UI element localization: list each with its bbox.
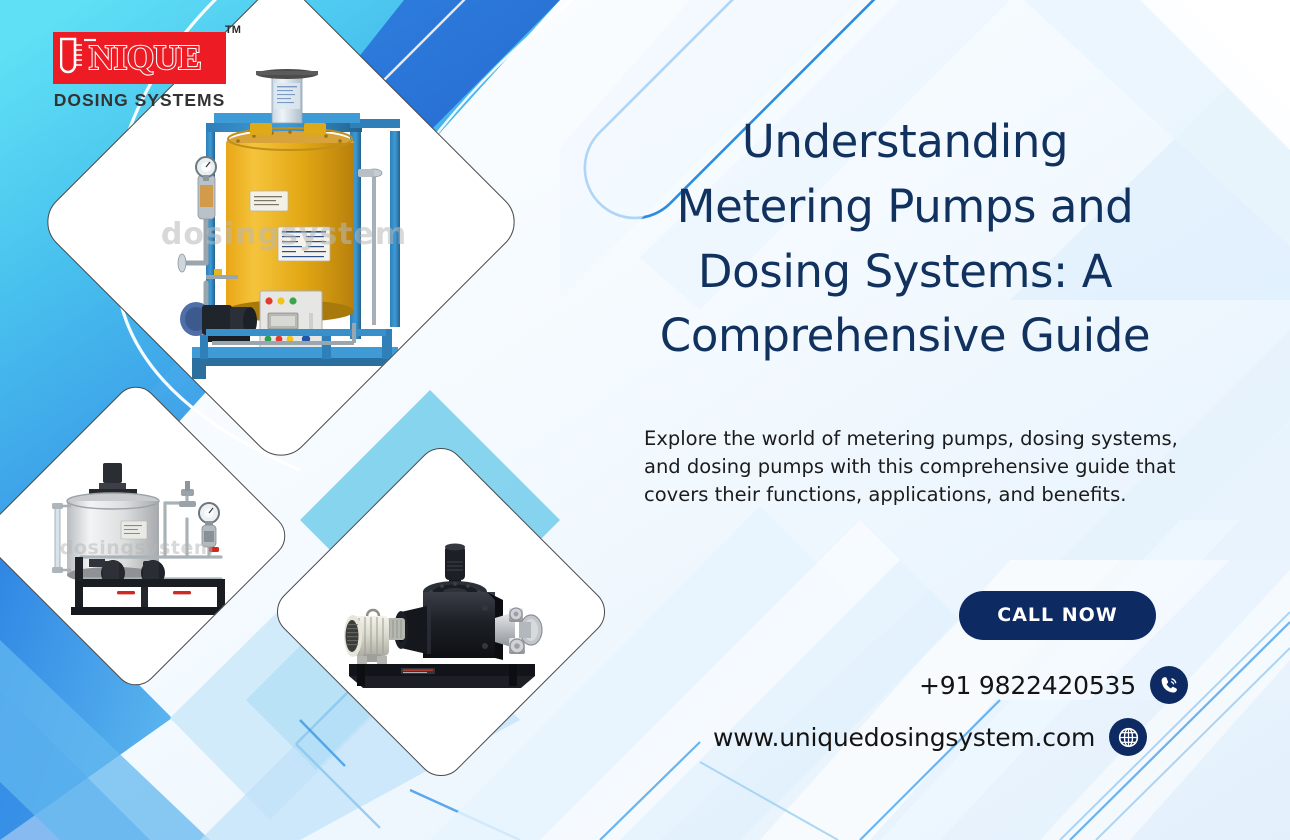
- phone-call-icon[interactable]: [1149, 666, 1188, 704]
- brand-logo[interactable]: NIQUE TM DOSING SYSTEMS: [53, 24, 241, 111]
- dosing-tank-skid-illustration: [177, 69, 400, 379]
- photo-watermark: dosingsystem: [59, 537, 215, 559]
- photo-watermark: dosingsystem: [160, 217, 408, 253]
- logo-wordmark: NIQUE: [88, 37, 203, 78]
- trademark-symbol: TM: [225, 24, 241, 36]
- logo-mark: NIQUE TM: [53, 24, 241, 84]
- description-line-2: and dosing pumps with this comprehensive…: [644, 455, 1176, 479]
- globe-icon[interactable]: [1109, 718, 1148, 756]
- phone-number-text: +91 9822420535: [919, 670, 1136, 700]
- headline-line-1: Understanding: [741, 115, 1069, 168]
- dosing-system-tank-skid-photo: dosingsystem: [34, 0, 528, 469]
- description-text: Explore the world of metering pumps, dos…: [644, 425, 1189, 509]
- beaker-icon: [60, 37, 96, 74]
- description-line-3: covers their functions, applications, an…: [644, 483, 1127, 507]
- call-now-button[interactable]: CALL NOW: [959, 591, 1156, 640]
- website-contact[interactable]: www.uniquedosingsystem.com: [713, 718, 1148, 756]
- metering-pump-illustration: [344, 543, 543, 688]
- headline-line-4: Comprehensive Guide: [659, 309, 1151, 363]
- logo-subtitle: DOSING SYSTEMS: [53, 90, 226, 110]
- website-url-text: www.uniquedosingsystem.com: [713, 722, 1096, 752]
- phone-contact[interactable]: +91 9822420535: [919, 666, 1188, 704]
- headline-line-3: Dosing Systems: A: [697, 244, 1113, 298]
- stainless-dosing-skid-photo: dosingsystem: [0, 377, 295, 695]
- page-title: Understanding Metering Pumps and Dosing …: [600, 110, 1210, 369]
- stainless-dosing-skid-illustration: [52, 463, 229, 615]
- metering-pump-photo: [267, 438, 615, 786]
- description-line-1: Explore the world of metering pumps, dos…: [644, 427, 1178, 450]
- headline-line-2: Metering Pumps and: [676, 179, 1134, 233]
